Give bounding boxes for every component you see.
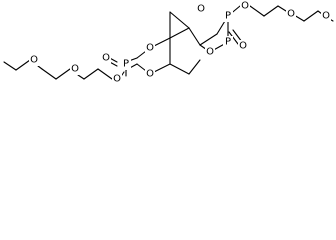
atom-o: O bbox=[113, 74, 121, 85]
atom-o: O bbox=[322, 11, 330, 22]
bond bbox=[303, 10, 319, 22]
atom-o: O bbox=[241, 1, 249, 12]
bond bbox=[169, 11, 190, 29]
atom-p: P bbox=[225, 37, 231, 48]
atom-p: P bbox=[225, 11, 231, 22]
bond bbox=[15, 59, 31, 71]
bond bbox=[55, 68, 71, 80]
atom-o: O bbox=[206, 47, 214, 58]
bond bbox=[263, 5, 279, 17]
bond bbox=[97, 68, 113, 80]
atom-o: O bbox=[102, 53, 110, 64]
bond bbox=[3, 61, 17, 71]
atom-labels: O P O P O O O O O O P O O O O bbox=[29, 0, 331, 85]
bond bbox=[277, 5, 287, 12]
bond bbox=[77, 74, 85, 80]
bond bbox=[188, 59, 201, 75]
atom-o: O bbox=[30, 55, 38, 66]
bond bbox=[199, 33, 218, 46]
atom-o: O bbox=[287, 9, 295, 20]
atom-o: O bbox=[146, 69, 154, 80]
bond bbox=[228, 31, 239, 45]
atom-o: O bbox=[239, 41, 247, 52]
atom-p: P bbox=[123, 59, 129, 70]
atom-o: O bbox=[197, 4, 205, 15]
atom-o: O bbox=[71, 64, 79, 75]
chemical-structure-diagram: O P O P O O O O O O P O O O O bbox=[3, 0, 334, 85]
bond bbox=[169, 27, 190, 39]
bond bbox=[249, 5, 265, 17]
bond bbox=[169, 63, 190, 75]
bond bbox=[41, 68, 57, 80]
bond-lines bbox=[3, 5, 334, 80]
atom-o: O bbox=[146, 43, 154, 54]
bond bbox=[37, 65, 43, 70]
bond bbox=[83, 68, 99, 80]
bond bbox=[188, 27, 201, 46]
